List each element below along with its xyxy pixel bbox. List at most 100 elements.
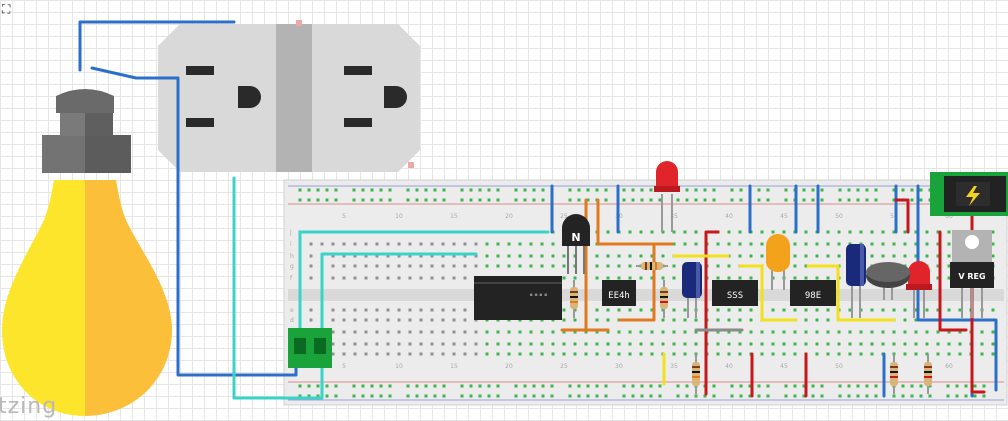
breadboard-hole: [507, 264, 511, 268]
rail-hole: [460, 384, 464, 388]
breadboard-hole: [760, 242, 764, 246]
breadboard-hole: [837, 352, 841, 356]
rail-hole: [307, 198, 311, 202]
breadboard-hole: [386, 342, 390, 346]
breadboard-hole: [419, 242, 423, 246]
rail-hole: [307, 394, 311, 398]
breadboard-hole: [496, 352, 500, 356]
breadboard-hole: [617, 276, 621, 280]
rail-hole: [730, 198, 734, 202]
breadboard-hole: [914, 318, 918, 322]
breadboard-hole: [749, 330, 753, 334]
rail-hole: [415, 198, 419, 202]
rail-hole: [568, 188, 572, 192]
breadboard-hole: [474, 342, 478, 346]
breadboard-hole: [364, 254, 368, 258]
ic-chip-c-label: 98E: [805, 291, 821, 301]
breadboard-hole: [562, 342, 566, 346]
breadboard-hole: [397, 242, 401, 246]
rail-hole: [649, 384, 653, 388]
breadboard-hole: [507, 352, 511, 356]
breadboard-hole: [848, 242, 852, 246]
breadboard-hole: [386, 276, 390, 280]
breadboard-hole: [958, 342, 962, 346]
transistor-label: N: [571, 231, 580, 244]
breadboard-hole: [826, 254, 830, 258]
breadboard-hole: [342, 330, 346, 334]
rail-hole: [964, 394, 968, 398]
rail-hole: [982, 394, 986, 398]
breadboard-hole: [848, 308, 852, 312]
breadboard-hole: [540, 330, 544, 334]
rail-hole: [901, 384, 905, 388]
breadboard-hole: [562, 318, 566, 322]
ic-chip-b-label: SSS: [727, 291, 743, 301]
rail-hole: [307, 188, 311, 192]
rail-hole: [415, 394, 419, 398]
rail-hole: [919, 384, 923, 388]
breadboard-hole: [397, 264, 401, 268]
rail-hole: [379, 188, 383, 192]
breadboard-hole: [331, 276, 335, 280]
breadboard-hole: [331, 242, 335, 246]
breadboard-hole: [485, 242, 489, 246]
breadboard-hole: [672, 264, 676, 268]
rail-hole: [910, 384, 914, 388]
breadboard-hole: [408, 352, 412, 356]
breadboard-hole: [562, 264, 566, 268]
breadboard-hole: [386, 330, 390, 334]
rail-hole: [973, 394, 977, 398]
rail-hole: [658, 384, 662, 388]
rail-hole: [433, 384, 437, 388]
rail-hole: [874, 188, 878, 192]
breadboard-hole: [727, 342, 731, 346]
breadboard-hole: [606, 330, 610, 334]
breadboard-hole: [870, 254, 874, 258]
rail-hole: [631, 198, 635, 202]
rail-hole: [604, 198, 608, 202]
breadboard-hole: [397, 318, 401, 322]
rail-hole: [469, 394, 473, 398]
breadboard-hole: [628, 230, 632, 234]
rail-hole: [712, 188, 716, 192]
breadboard-hole: [903, 254, 907, 258]
jumper-wires: [550, 184, 998, 398]
row-letter-label: f: [290, 275, 293, 282]
rail-hole: [487, 198, 491, 202]
breadboard-hole: [782, 342, 786, 346]
rail-hole: [766, 384, 770, 388]
rail-hole: [892, 394, 896, 398]
breadboard-hole: [881, 308, 885, 312]
breadboard-hole: [936, 342, 940, 346]
breadboard-hole: [771, 330, 775, 334]
jumper-red-1: [704, 230, 720, 396]
rail-hole: [757, 384, 761, 388]
rail-hole: [352, 198, 356, 202]
breadboard-hole: [793, 342, 797, 346]
breadboard-hole: [804, 318, 808, 322]
breadboard-hole: [342, 254, 346, 258]
rail-hole: [298, 198, 302, 202]
breadboard-hole: [815, 276, 819, 280]
breadboard-hole: [375, 276, 379, 280]
breadboard-hole: [606, 342, 610, 346]
mains-wires: [78, 20, 550, 400]
breadboard-hole: [419, 254, 423, 258]
breadboard-hole: [683, 352, 687, 356]
breadboard-hole: [540, 342, 544, 346]
regulator-label: V REG: [958, 272, 985, 281]
breadboard-hole: [881, 330, 885, 334]
transistor: N: [562, 214, 590, 274]
breadboard-hole: [881, 254, 885, 258]
breadboard-hole: [947, 330, 951, 334]
breadboard-hole: [419, 330, 423, 334]
breadboard-hole: [419, 276, 423, 280]
breadboard-hole: [617, 342, 621, 346]
rail-hole: [838, 188, 842, 192]
breadboard-hole: [760, 352, 764, 356]
ic-chip-a-body: [602, 280, 636, 306]
rail-hole: [739, 394, 743, 398]
rail-hole: [415, 188, 419, 192]
breadboard-hole: [958, 352, 962, 356]
rail-hole: [802, 394, 806, 398]
